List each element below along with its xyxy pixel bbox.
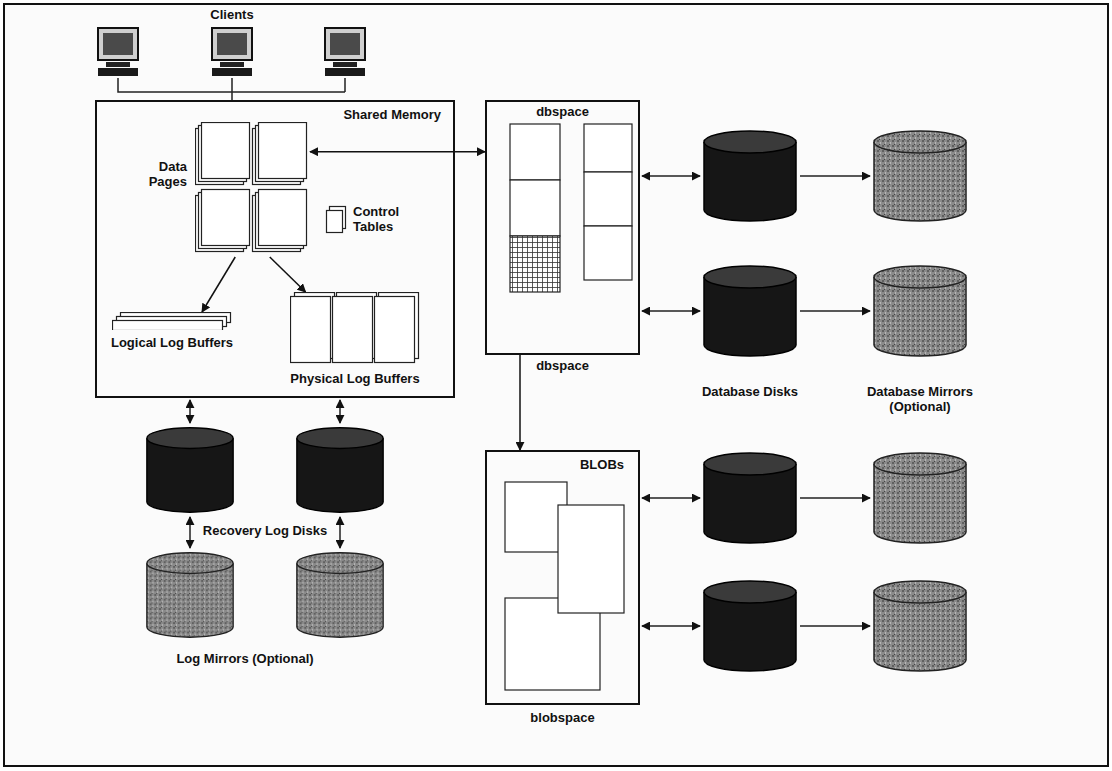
- database-disk: [704, 581, 796, 671]
- cells-sheet: [375, 297, 415, 363]
- area-label: Recovery Log Disks: [203, 524, 327, 539]
- box-caption: blobspace: [530, 711, 594, 726]
- node-label: Data Pages: [137, 160, 187, 190]
- box-caption: dbspace: [536, 359, 589, 374]
- box-heading: Shared Memory: [343, 108, 441, 123]
- dbspace-box: dbspacedbspace: [485, 100, 640, 355]
- mirror-arrow: [800, 625, 870, 627]
- connector-arrow: [519, 355, 521, 450]
- client-computer: [212, 28, 252, 76]
- blobspace-box: BLOBsblobspace: [485, 450, 640, 705]
- doc-outline: [325, 205, 347, 235]
- io-arrow: [642, 497, 700, 499]
- log-mirror-disk: [147, 553, 233, 637]
- io-arrow: [189, 400, 191, 423]
- bar-outline: [112, 312, 232, 330]
- blob-pages: [505, 482, 624, 690]
- database-mirror-disk: [874, 581, 966, 671]
- log-disk: [147, 428, 233, 512]
- io-arrow: [642, 175, 700, 177]
- pages-sheet: [259, 123, 307, 179]
- database-disk: [704, 453, 796, 543]
- pages-sheet: [202, 123, 250, 179]
- cells-sheet: [291, 297, 331, 363]
- area-label: Database Mirrors (Optional): [858, 385, 982, 415]
- client-computer: [98, 28, 138, 76]
- data-pages-stack: Data Pages: [195, 122, 310, 257]
- chunk-cell: [584, 124, 632, 172]
- pages-outline: [195, 122, 310, 257]
- control-tables-icon: Control Tables: [325, 205, 409, 235]
- io-arrow: [642, 310, 700, 312]
- dbspace-chunks: [510, 124, 632, 292]
- log-mirror-disk: [297, 553, 383, 637]
- database-disk: [704, 266, 796, 356]
- bar-sheet: [113, 321, 223, 331]
- box-heading: BLOBs: [580, 458, 624, 473]
- area-label: Database Disks: [702, 385, 798, 400]
- box-heading: dbspace: [536, 105, 589, 120]
- shared-memory-box: Shared MemoryData PagesControl TablesLog…: [95, 100, 455, 398]
- chunk-cell: [584, 172, 632, 226]
- database-mirror-disk: [874, 266, 966, 356]
- doc-sheet: [327, 211, 343, 233]
- node-label: Logical Log Buffers: [111, 336, 233, 351]
- client-wire: [118, 78, 345, 100]
- io-arrow: [339, 400, 341, 423]
- client-computer: [325, 28, 365, 76]
- area-label: Log Mirrors (Optional): [176, 652, 313, 667]
- log-disk: [297, 428, 383, 512]
- io-arrow: [642, 625, 700, 627]
- database-mirror-disk: [874, 131, 966, 221]
- disk-arrows: [190, 176, 870, 626]
- connector-arrow: [310, 151, 485, 153]
- mirror-arrow: [800, 175, 870, 177]
- blob-page: [558, 505, 624, 613]
- database-disk: [704, 131, 796, 221]
- log-disks: [147, 428, 383, 637]
- outer-frame: [4, 4, 1108, 766]
- area-label: Clients: [210, 8, 253, 23]
- mirror-arrow: [339, 517, 341, 548]
- physical-log-buffer: Physical Log Buffers: [290, 292, 420, 366]
- pages-sheet: [202, 190, 250, 246]
- chunk-cell: [510, 236, 560, 292]
- connector-arrow: [270, 257, 306, 292]
- chunk-cell: [584, 226, 632, 280]
- cells-sheet: [333, 297, 373, 363]
- mirror-arrow: [800, 310, 870, 312]
- connector-arrow: [202, 257, 235, 312]
- mirror-arrow: [800, 497, 870, 499]
- pages-sheet: [259, 190, 307, 246]
- node-label: Control Tables: [353, 205, 409, 235]
- chunk-cell: [510, 124, 560, 180]
- cells-outline: [290, 292, 420, 366]
- chunk-cell: [510, 180, 560, 236]
- logical-log-buffer: Logical Log Buffers: [112, 312, 232, 330]
- node-label: Physical Log Buffers: [290, 372, 419, 387]
- database-mirror-disk: [874, 453, 966, 543]
- client-computers: [98, 28, 365, 100]
- mirror-arrow: [189, 517, 191, 548]
